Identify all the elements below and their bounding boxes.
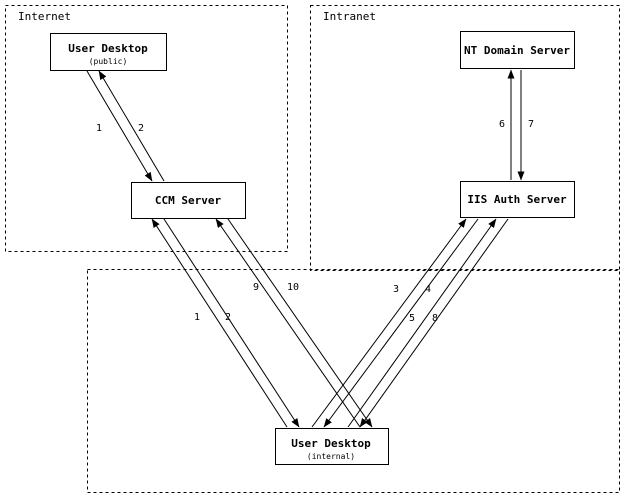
- step-label-flow-9: 9: [253, 282, 259, 293]
- node-box-user-desktop-public[interactable]: [50, 33, 167, 71]
- node-box-user-desktop-internal[interactable]: [275, 428, 389, 465]
- node-ccm-server[interactable]: CCM Server: [131, 182, 246, 219]
- flow-step-labels: 1 2 1 2 9 10 3 4 5 8 6 7: [96, 119, 534, 324]
- node-user-desktop-public[interactable]: User Desktop (public): [50, 33, 167, 71]
- flow-line-flow-4: [323, 218, 479, 428]
- step-label-flow-10: 10: [287, 282, 299, 293]
- flow-line-flow-1-public: [86, 70, 153, 182]
- step-label-flow-4: 4: [425, 284, 431, 295]
- zone-boundary-internet: [5, 5, 288, 252]
- node-title-iis-auth-server: IIS Auth Server: [467, 193, 567, 206]
- node-nt-domain-server[interactable]: NT Domain Server: [460, 31, 575, 69]
- flow-line-flow-8: [359, 218, 509, 428]
- node-iis-auth-server[interactable]: IIS Auth Server: [460, 181, 575, 218]
- step-label-flow-1-public: 1: [96, 123, 102, 134]
- step-label-flow-7: 7: [528, 119, 534, 130]
- flow-line-flow-5: [347, 218, 497, 428]
- zone-label-internet: Internet: [18, 10, 71, 23]
- node-subtitle-user-desktop-public: (public): [89, 57, 128, 66]
- zone-internet: Internet: [5, 5, 288, 252]
- step-label-flow-5: 5: [409, 313, 415, 324]
- node-title-user-desktop-internal: User Desktop: [291, 437, 371, 450]
- node-box-ccm-server[interactable]: [131, 182, 246, 219]
- step-label-flow-3: 3: [393, 284, 399, 295]
- step-label-flow-2-internal: 2: [225, 312, 231, 323]
- step-label-flow-8: 8: [432, 313, 438, 324]
- zone-intranet: Intranet: [310, 5, 620, 271]
- node-title-user-desktop-public: User Desktop: [68, 42, 148, 55]
- zone-boundary-lower: [87, 269, 620, 493]
- flow-line-flow-10: [227, 218, 373, 428]
- flow-line-flow-3: [311, 218, 467, 428]
- node-box-nt-domain-server[interactable]: [460, 31, 575, 69]
- zone-label-intranet: Intranet: [323, 10, 376, 23]
- step-label-flow-6: 6: [499, 119, 505, 130]
- flow-line-flow-2-public: [98, 70, 165, 182]
- flow-line-flow-2-internal: [163, 218, 300, 428]
- node-box-iis-auth-server[interactable]: [460, 181, 575, 218]
- diagram-nodes: User Desktop (public) CCM Server NT Domain …: [50, 31, 575, 465]
- flow-arrows: [86, 69, 525, 428]
- zone-boundary-intranet: [310, 5, 620, 271]
- node-title-ccm-server: CCM Server: [155, 194, 222, 207]
- step-label-flow-1-internal: 1: [194, 312, 200, 323]
- node-user-desktop-internal[interactable]: User Desktop (internal): [275, 428, 389, 465]
- step-label-flow-2-public: 2: [138, 123, 144, 134]
- flow-line-flow-1-internal: [151, 218, 288, 428]
- zone-lower: [87, 269, 620, 493]
- node-title-nt-domain-server: NT Domain Server: [464, 44, 570, 57]
- node-subtitle-user-desktop-internal: (internal): [307, 452, 355, 461]
- zone-boundaries: Internet Intranet: [5, 5, 620, 493]
- flow-line-flow-9: [215, 218, 361, 428]
